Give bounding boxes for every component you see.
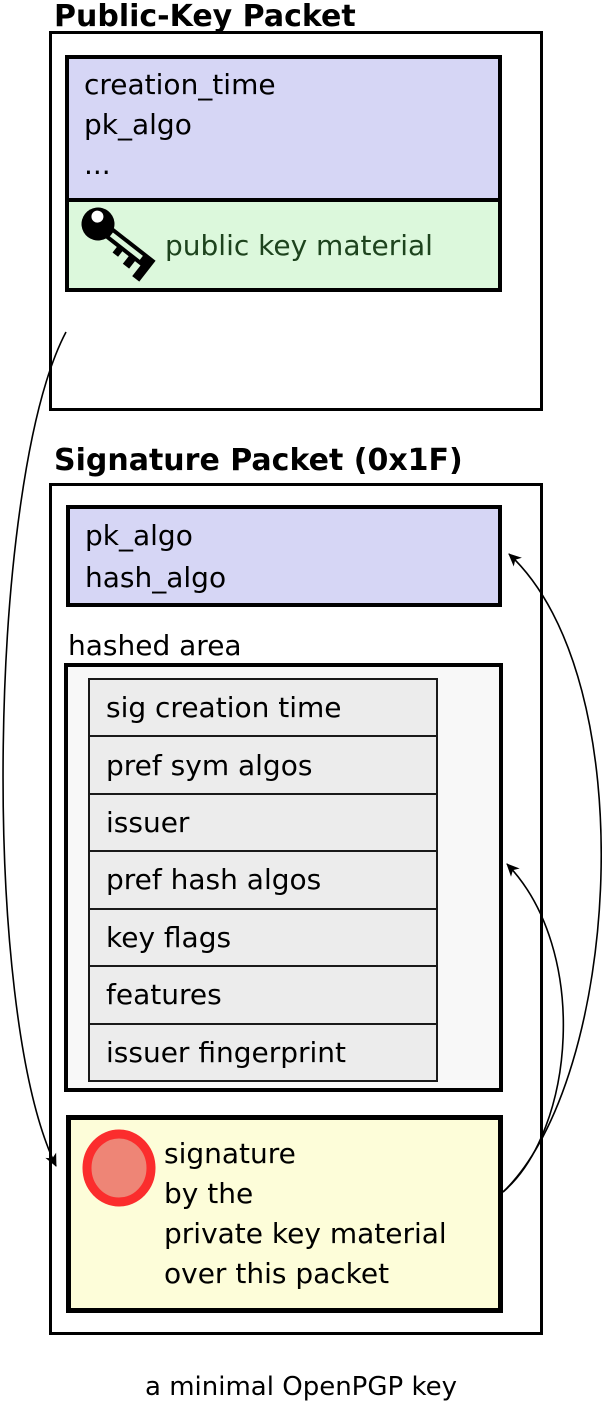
signature-header-fields: pk_algo hash_algo (66, 505, 502, 607)
key-icon (81, 207, 156, 282)
field-creation-time: creation_time (84, 68, 276, 101)
diagram-caption: a minimal OpenPGP key (145, 1372, 457, 1402)
field-pk-algo: pk_algo (84, 108, 192, 141)
signature-value-box: signature by the private key material ov… (66, 1115, 503, 1313)
hashed-area-label: hashed area (68, 629, 242, 662)
subpacket-row: key flags (90, 910, 436, 968)
public-key-material-box: public key material (69, 198, 498, 288)
subpacket-row: issuer (90, 795, 436, 853)
subpacket-row: features (90, 967, 436, 1025)
public-key-material-label: public key material (165, 228, 433, 262)
subpacket-table: sig creation time pref sym algos issuer … (88, 678, 438, 1082)
seal-icon (82, 1129, 156, 1207)
subpacket-row: pref sym algos (90, 737, 436, 795)
subpacket-row: pref hash algos (90, 852, 436, 910)
public-key-header-fields: creation_time pk_algo ... (69, 59, 498, 198)
field-sig-pk-algo: pk_algo (85, 519, 193, 552)
subpacket-row: sig creation time (90, 680, 436, 738)
signature-description: signature by the private key material ov… (164, 1137, 447, 1290)
subpacket-row: issuer fingerprint (106, 1035, 347, 1069)
public-key-packet-fields: creation_time pk_algo ... public key mat… (65, 55, 502, 292)
field-sig-hash-algo: hash_algo (85, 561, 227, 594)
signature-packet-title: Signature Packet (0x1F) (54, 443, 463, 478)
public-key-packet-title: Public-Key Packet (54, 0, 356, 34)
field-ellipsis: ... (84, 148, 111, 181)
